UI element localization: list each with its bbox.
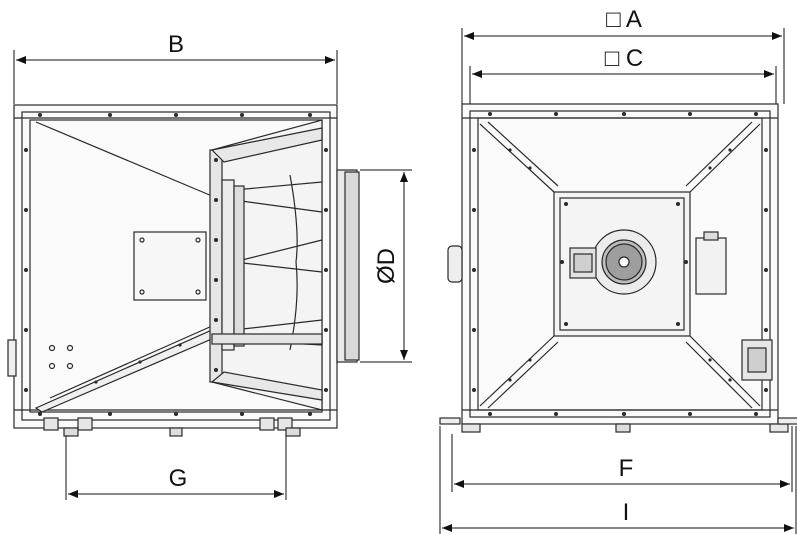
junction-box: [695, 237, 727, 295]
upper-diagonal-strut: [35, 121, 213, 197]
motor-box: [133, 231, 207, 301]
dim-label-c: □ C: [605, 45, 644, 72]
dimension-lines: [13, 28, 797, 534]
foot-left: [43, 417, 59, 431]
dim-label-g: G: [169, 465, 188, 492]
dim-label-f: F: [619, 455, 634, 482]
side-view: [7, 104, 360, 437]
side-handle: [447, 245, 463, 283]
side-inner-frame: [21, 111, 331, 421]
dim-label-d: ØD: [373, 248, 400, 284]
motor-circle: [591, 229, 657, 295]
dim-label-a: □ A: [606, 6, 642, 33]
dim-label-b: B: [168, 31, 184, 58]
dim-label-i: I: [623, 499, 630, 526]
mounting-plate: [209, 149, 223, 383]
front-view: [439, 103, 797, 433]
